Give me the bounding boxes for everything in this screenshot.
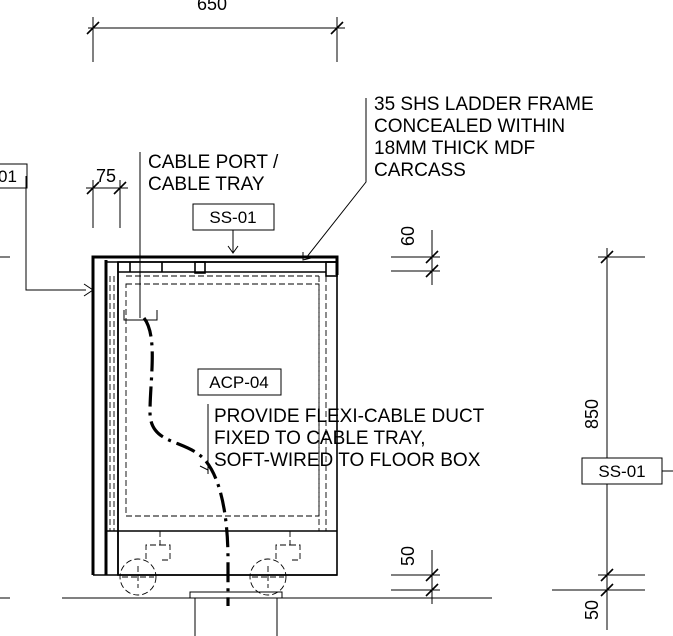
dimension-side-offset-label: 75: [96, 166, 116, 186]
dimension-base-label: 50: [582, 600, 602, 620]
duct-note: PROVIDE FLEXI-CABLE DUCT FIXED TO CABLE …: [199, 404, 485, 474]
top-surface-tag: SS-01: [192, 203, 275, 254]
dimension-side-offset: 75: [86, 166, 128, 228]
dimension-top-thickness-label: 60: [398, 226, 418, 246]
right-panel-tag-label: SS-01: [598, 462, 645, 481]
inner-panel-tag-label: ACP-04: [209, 373, 269, 392]
dimension-top-width: 650: [86, 0, 345, 62]
dimension-top-width-label: 650: [197, 0, 227, 14]
dimension-height: 850: [552, 248, 645, 630]
flexi-cable-duct: [142, 317, 230, 606]
duct-note-line-1: PROVIDE FLEXI-CABLE DUCT: [214, 406, 485, 427]
floor-line: [62, 591, 492, 636]
inner-panel-tag: ACP-04: [197, 368, 282, 396]
cable-tray: [123, 310, 158, 321]
dimension-top-thickness: 60: [391, 226, 440, 285]
frame-note-line-2: CONCEALED WITHIN: [374, 116, 565, 137]
frame-note: 35 SHS LADDER FRAME CONCEALED WITHIN 18M…: [302, 94, 594, 261]
top-surface-tag-label: SS-01: [209, 208, 256, 227]
right-panel-tag: SS-01: [581, 457, 673, 485]
caster-right: [249, 531, 301, 596]
cable-port-note-line-2: CABLE TRAY: [148, 174, 265, 195]
frame-note-line-3: 18MM THICK MDF: [374, 138, 535, 159]
left-partial-tag: 01: [0, 163, 94, 599]
concealed-ladder-frame: [109, 275, 327, 531]
cable-port-note-line-1: CABLE PORT /: [148, 152, 279, 173]
dimension-base: 50: [582, 600, 602, 620]
caster-left: [119, 531, 171, 596]
left-partial-tag-label: 01: [0, 167, 17, 186]
dimension-height-label: 850: [582, 399, 602, 429]
duct-note-line-3: SOFT-WIRED TO FLOOR BOX: [214, 450, 481, 471]
frame-note-line-4: CARCASS: [374, 160, 466, 181]
frame-note-line-1: 35 SHS LADDER FRAME: [374, 94, 594, 115]
dimension-plinth: 50: [391, 546, 440, 604]
duct-note-line-2: FIXED TO CABLE TRAY,: [214, 428, 426, 449]
cable-port-note: CABLE PORT / CABLE TRAY: [139, 152, 279, 318]
dimension-plinth-label: 50: [398, 546, 418, 566]
